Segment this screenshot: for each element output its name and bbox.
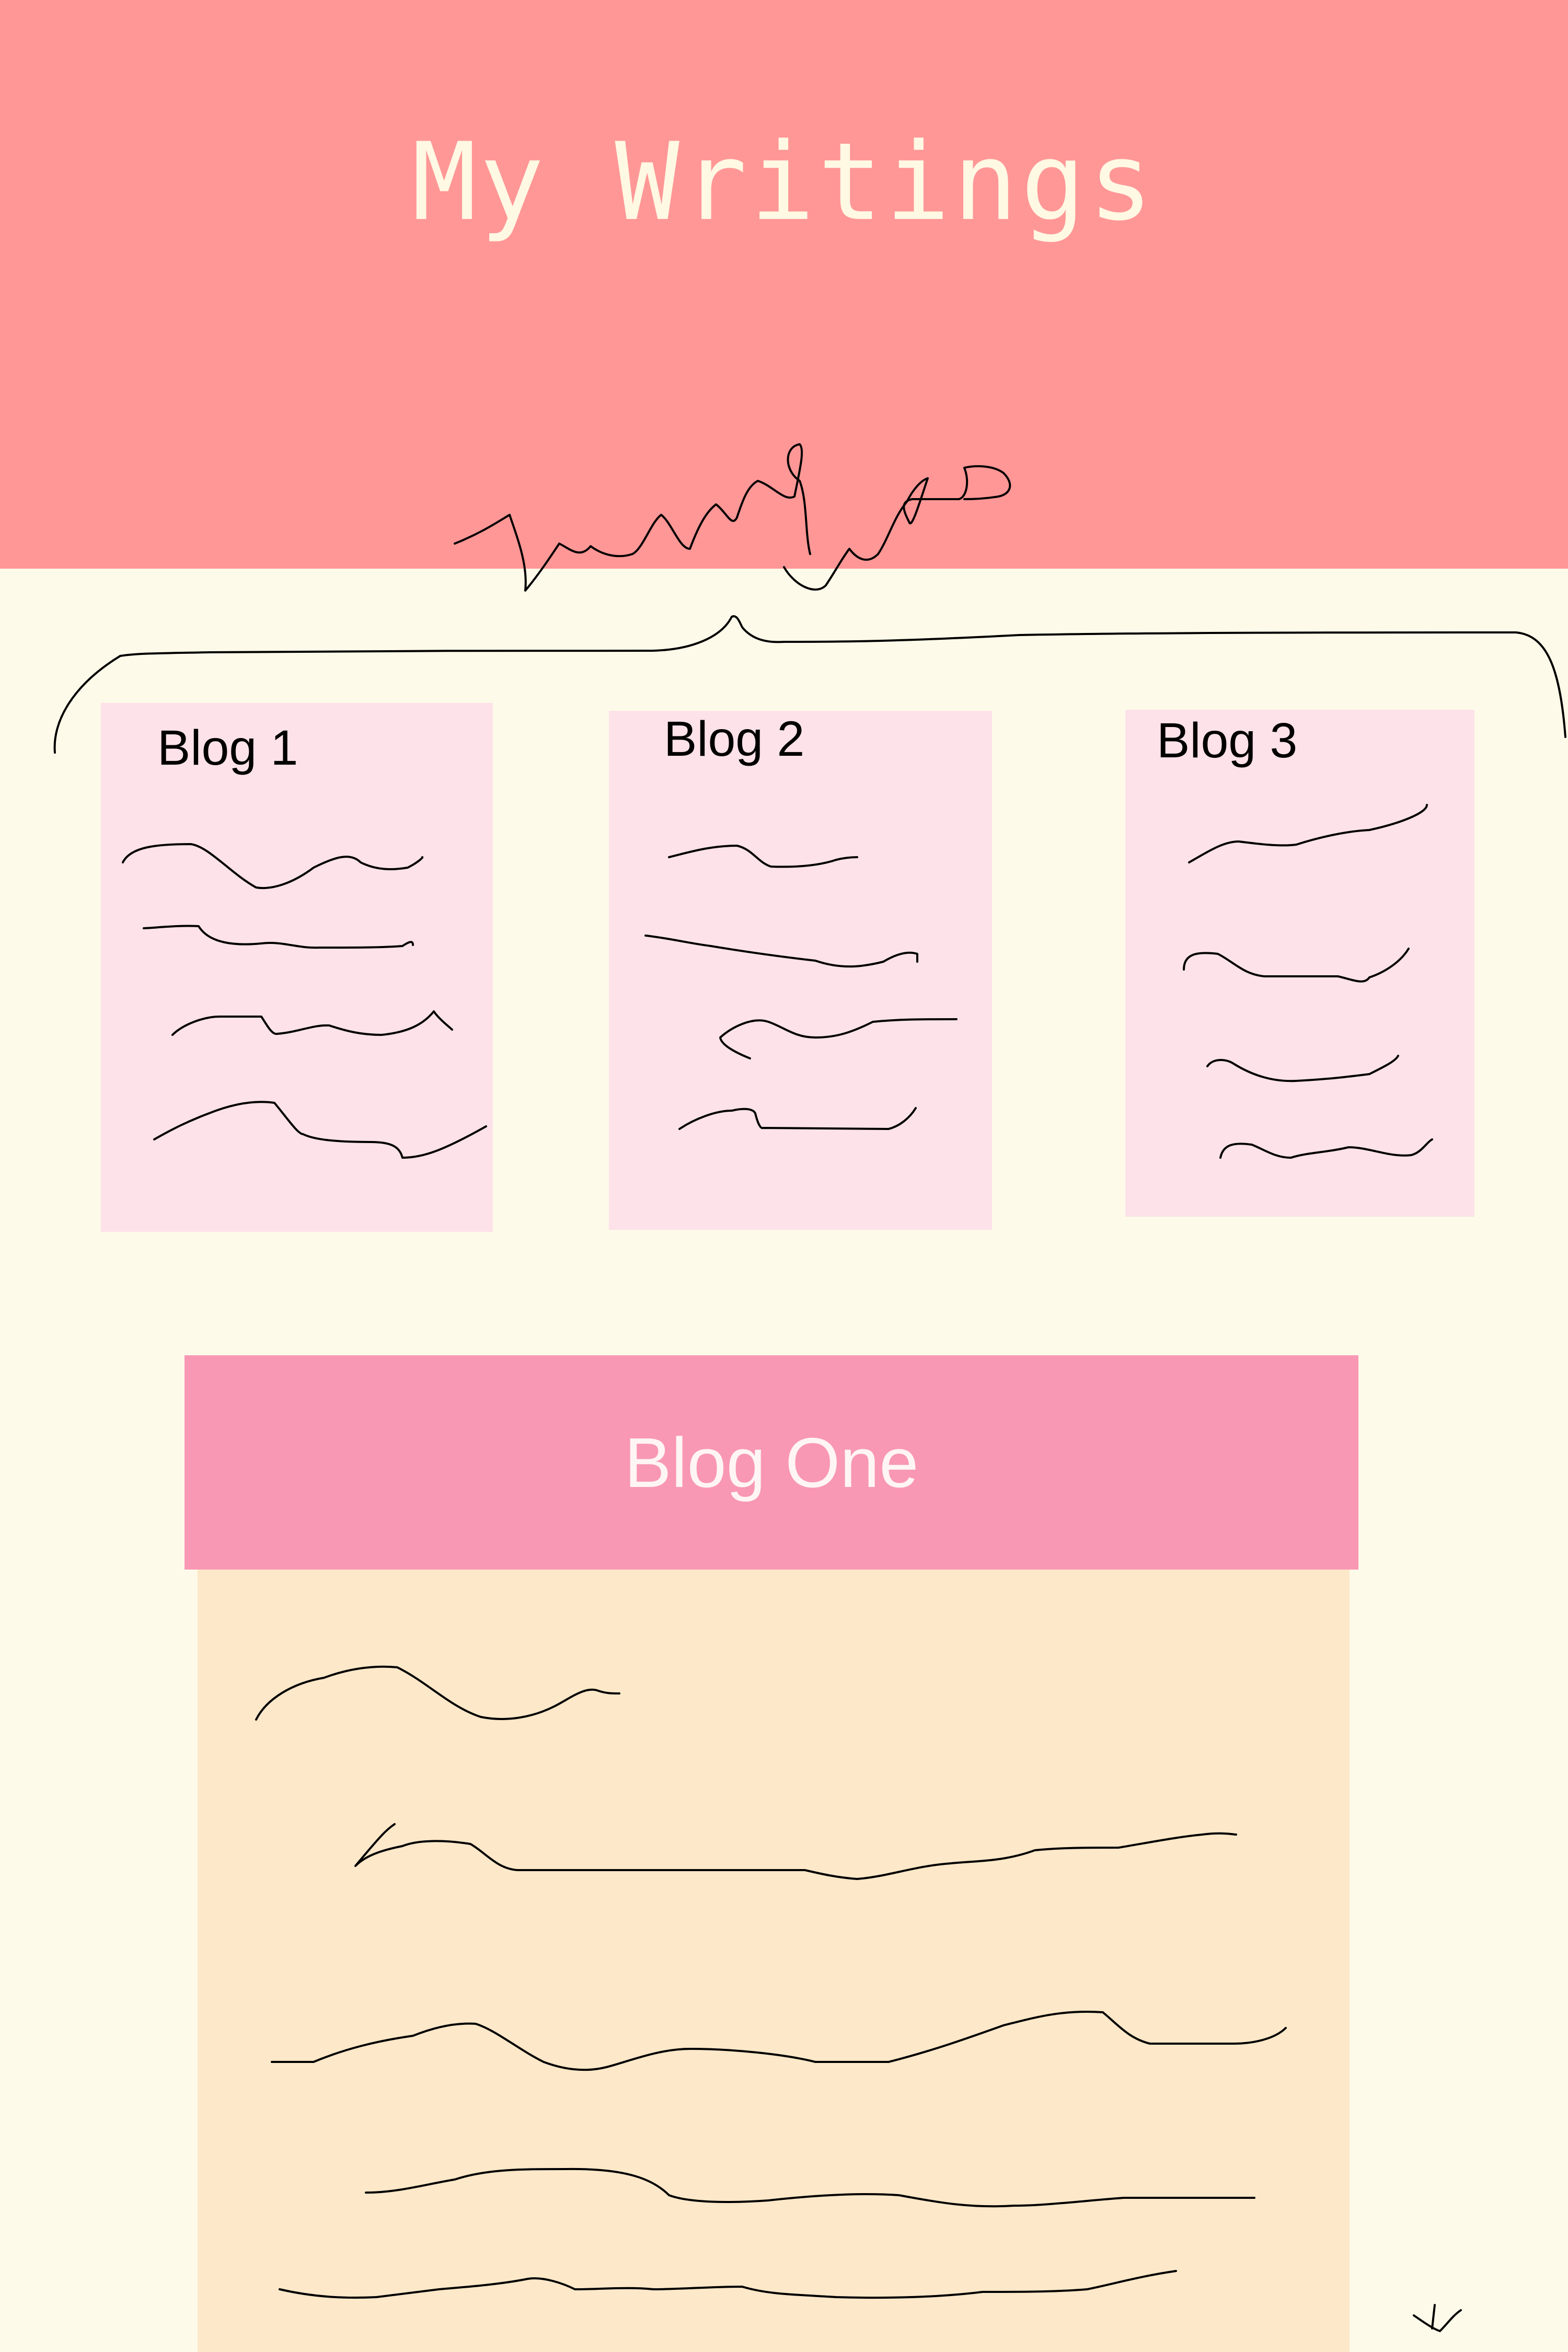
- article-header: Blog One: [185, 1355, 1358, 1570]
- blog-card-2[interactable]: Blog 2: [609, 711, 992, 1230]
- blog-card-title: Blog 3: [1157, 713, 1298, 768]
- blog-card-1[interactable]: Blog 1: [101, 703, 493, 1232]
- blog-card-title: Blog 2: [664, 711, 805, 767]
- site-header: My Writings: [0, 0, 1568, 569]
- article-title: Blog One: [624, 1423, 919, 1502]
- blog-card-3[interactable]: Blog 3: [1125, 710, 1474, 1217]
- scroll-down-arrow-icon[interactable]: [1413, 2304, 1462, 2332]
- article-body: [198, 1570, 1350, 2352]
- blog-card-title: Blog 1: [157, 720, 298, 776]
- site-title: My Writings: [412, 120, 1156, 245]
